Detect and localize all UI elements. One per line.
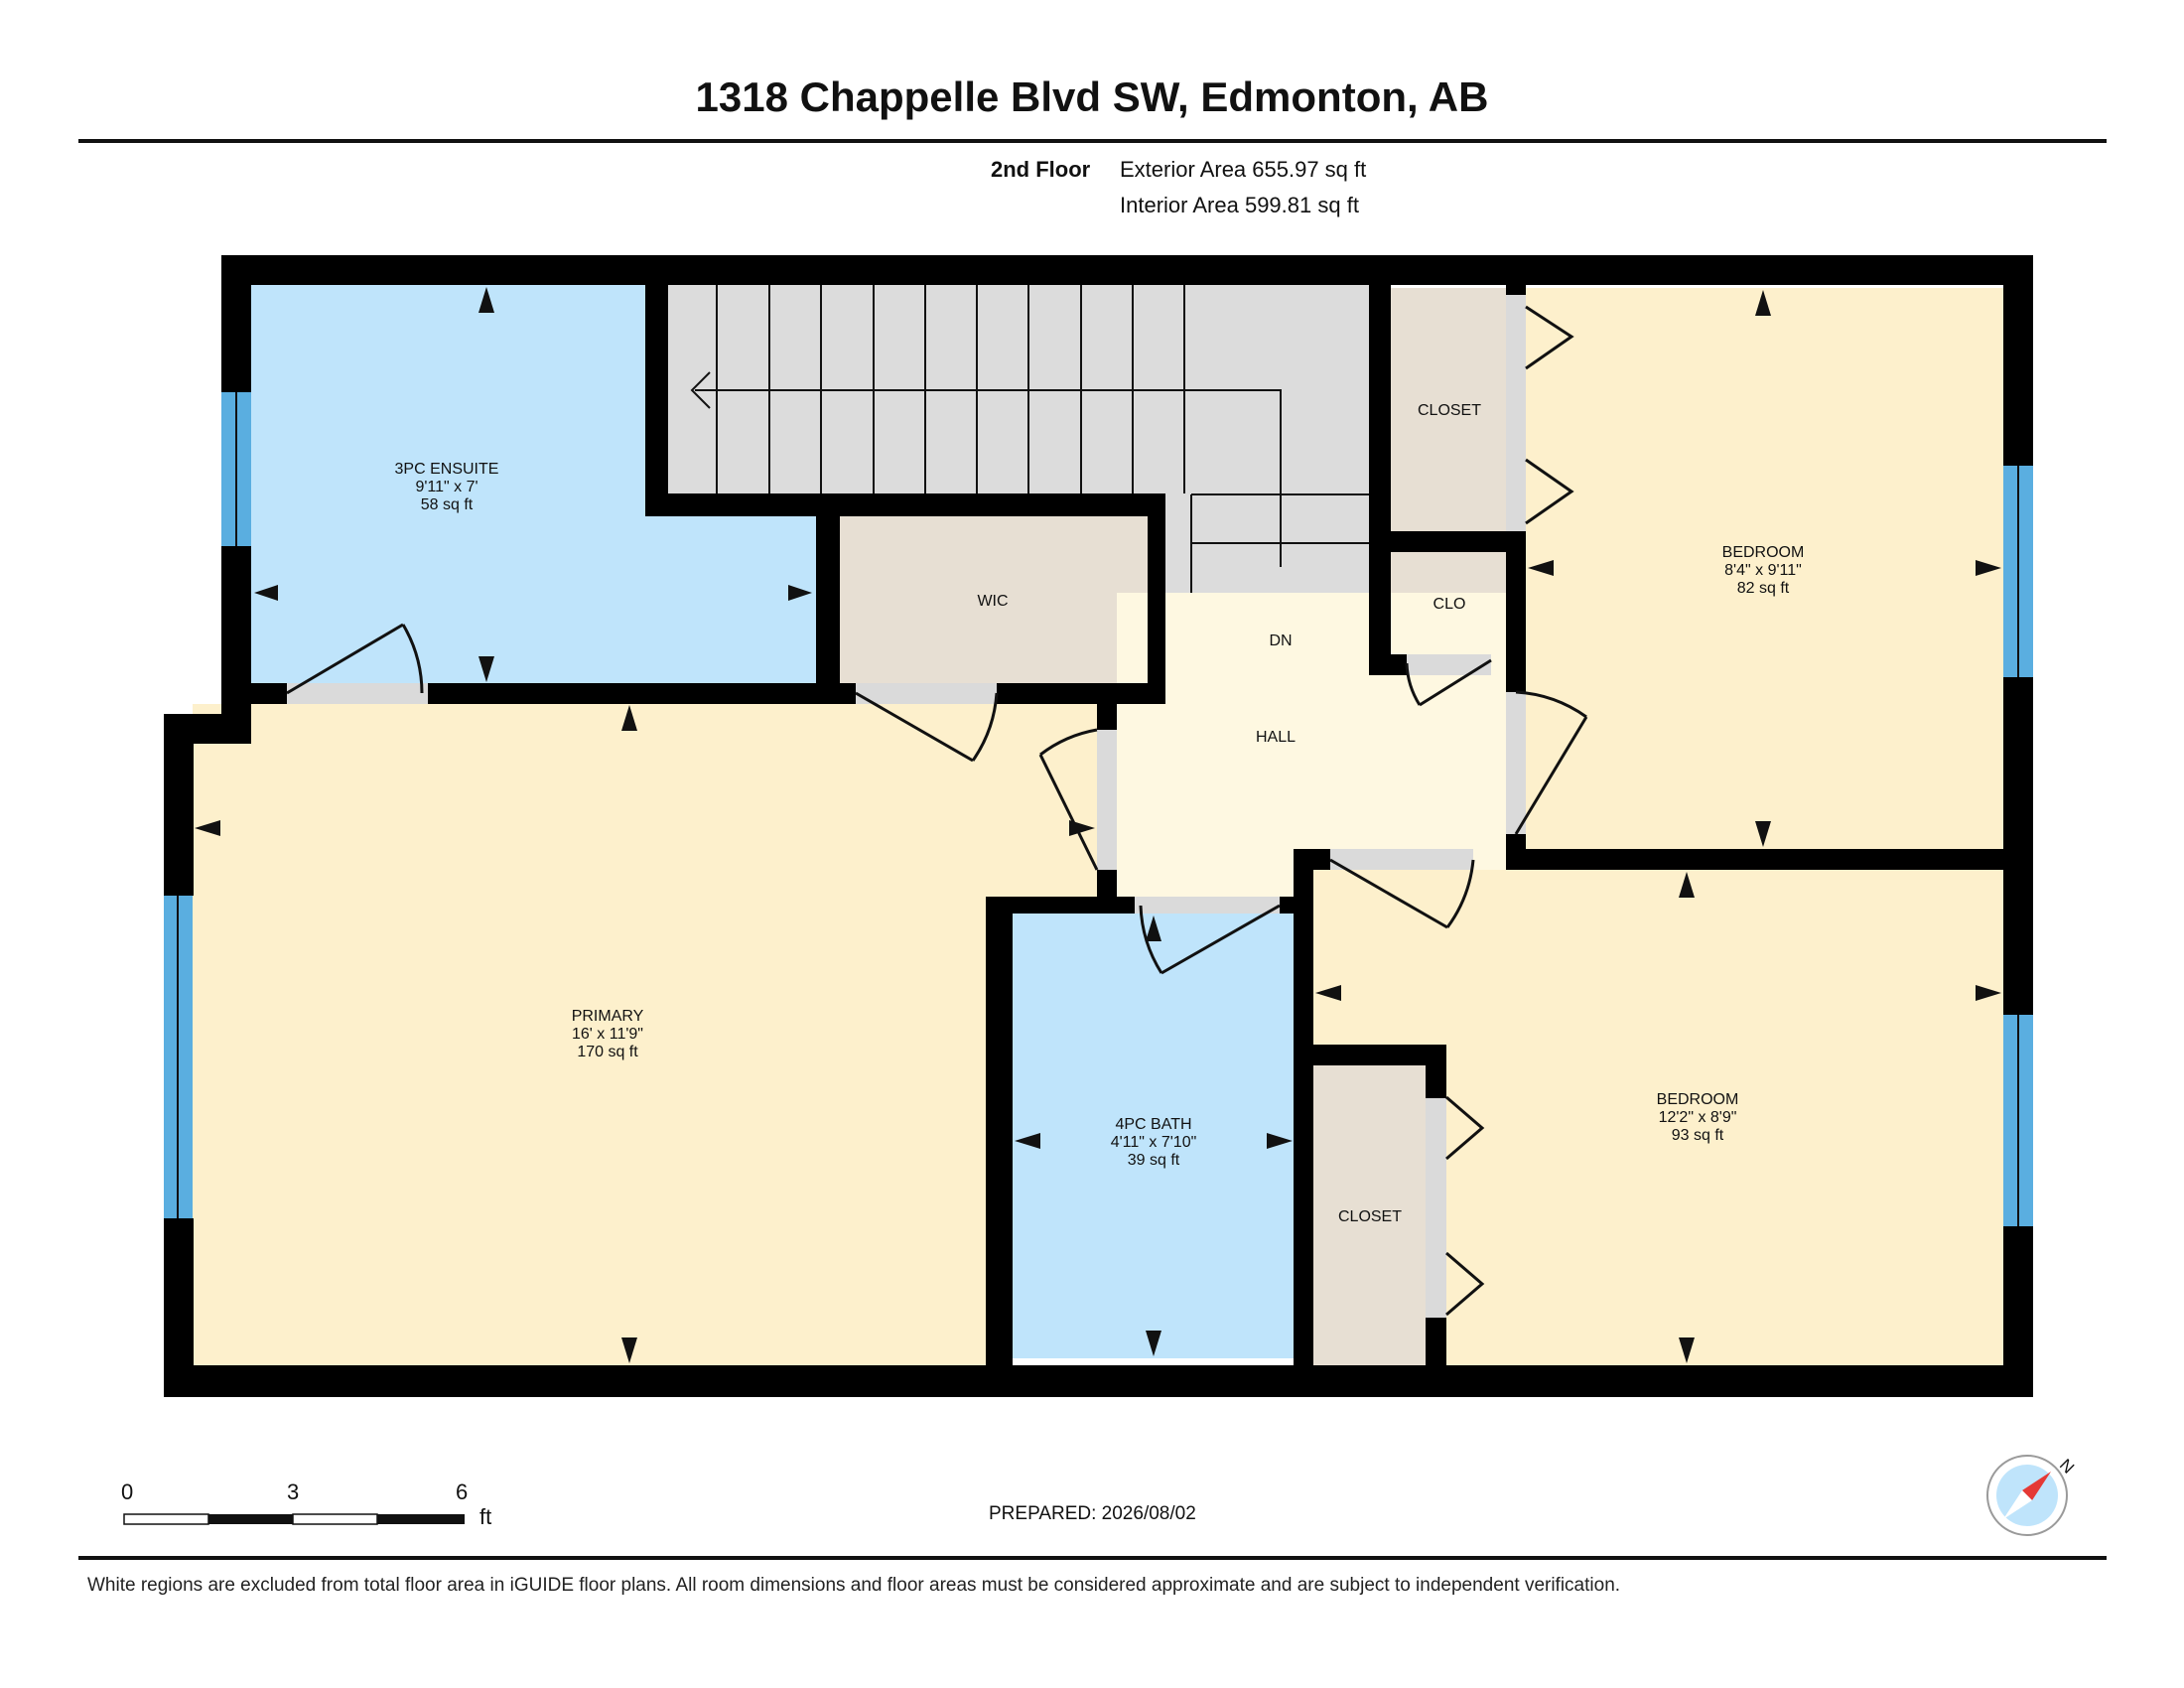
dn-label: DN (1269, 633, 1292, 649)
door-swings (286, 305, 1588, 1317)
bedroom1-area: 82 sq ft (1737, 580, 1790, 597)
bath-area: 39 sq ft (1128, 1152, 1180, 1169)
prepared-date: PREPARED: 2026/08/02 (989, 1503, 1196, 1524)
hall-name: HALL (1256, 729, 1296, 746)
disclaimer: White regions are excluded from total fl… (87, 1575, 1621, 1596)
clo-name: CLO (1433, 596, 1466, 613)
header-rule (78, 139, 2107, 143)
floor-label: 2nd Floor (991, 157, 1091, 182)
north-compass-icon: N (1986, 1455, 2078, 1536)
ensuite-name: 3PC ENSUITE (395, 461, 499, 478)
windows (164, 392, 2033, 1226)
dimension-arrows (195, 287, 2001, 1363)
hall-fill (1117, 593, 1526, 897)
bedroom1-name: BEDROOM (1722, 544, 1805, 561)
bedroom2-area: 93 sq ft (1672, 1127, 1724, 1144)
ensuite-dims: 9'11" x 7' (415, 479, 478, 495)
closet-bottom-name: CLOSET (1338, 1208, 1402, 1225)
scale-tick-6: 6 (456, 1479, 469, 1504)
scale-unit: ft (479, 1504, 492, 1529)
primary-fill (193, 704, 1105, 1365)
primary-dims: 16' x 11'9" (572, 1026, 643, 1043)
footer-rule (78, 1556, 2107, 1560)
bedroom2-name: BEDROOM (1657, 1091, 1739, 1108)
bedroom1-dims: 8'4" x 9'11" (1724, 562, 1802, 579)
walls (164, 255, 2033, 1397)
bedroom2-dims: 12'2" x 8'9" (1659, 1109, 1737, 1126)
bath-name: 4PC BATH (1115, 1116, 1191, 1133)
ensuite-area: 58 sq ft (421, 496, 474, 513)
bedroom2-fill (1313, 870, 2003, 1365)
primary-area: 170 sq ft (577, 1044, 638, 1060)
scale-bar (123, 1513, 465, 1525)
exterior-area: Exterior Area 655.97 sq ft (1120, 157, 1367, 182)
scale-tick-0: 0 (121, 1479, 134, 1504)
address-title: 1318 Chappelle Blvd SW, Edmonton, AB (695, 73, 1489, 120)
wic-fill (840, 516, 1148, 683)
door-openings (287, 295, 1526, 1318)
closet-top-name: CLOSET (1418, 402, 1481, 419)
bedroom1-fill (1526, 288, 2003, 849)
bath-dims: 4'11" x 7'10" (1111, 1134, 1197, 1151)
closet-bottom-fill (1312, 1065, 1426, 1365)
room-labels: 3PC ENSUITE 9'11" x 7' 58 sq ft WIC CLOS… (395, 402, 1805, 1225)
interior-area: Interior Area 599.81 sq ft (1120, 193, 1359, 217)
bath-fill (1013, 914, 1295, 1358)
primary-name: PRIMARY (572, 1008, 644, 1025)
scale-tick-3: 3 (287, 1479, 300, 1504)
wic-name: WIC (977, 593, 1008, 610)
room-fills (193, 285, 2003, 1365)
closet-top-fill (1391, 288, 1506, 531)
